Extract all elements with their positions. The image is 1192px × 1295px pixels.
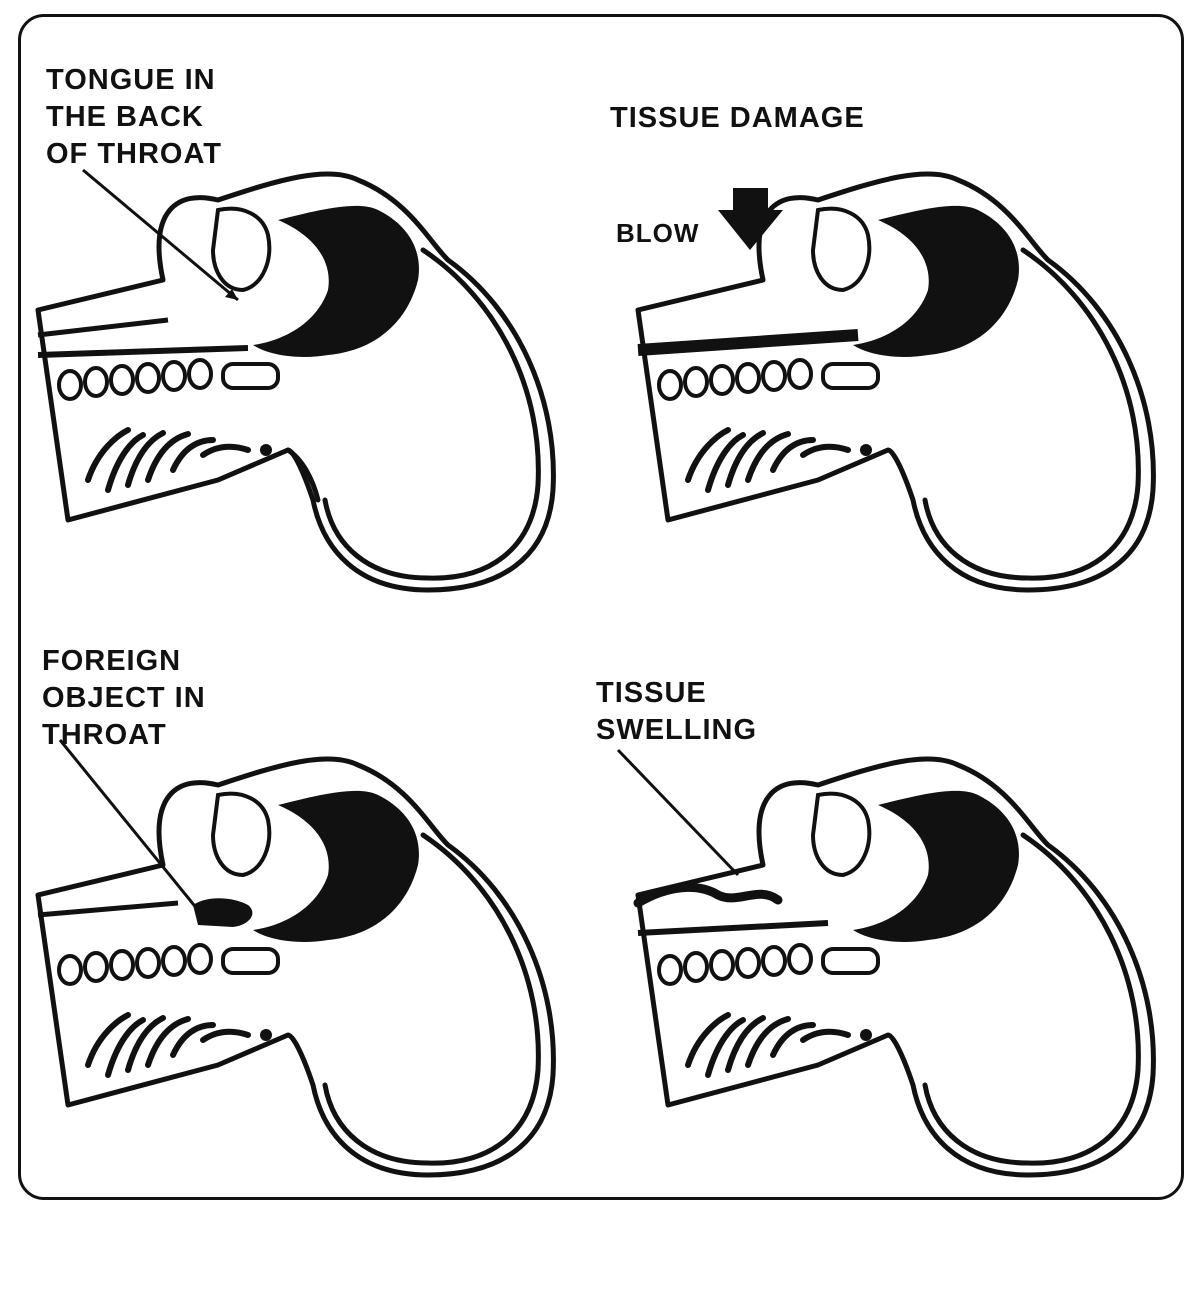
- foreign-object: [193, 898, 252, 927]
- head-cross-section-illustration: [628, 150, 1188, 710]
- panel-label: TONGUE IN THE BACK OF THROAT: [46, 62, 222, 173]
- panel-label: TISSUE DAMAGE: [610, 100, 865, 137]
- blow-arrow: [718, 188, 783, 250]
- panel-tongue: TONGUE IN THE BACK OF THROAT: [28, 150, 588, 710]
- blow-label: BLOW: [616, 218, 699, 249]
- swollen-tissue: [638, 887, 778, 903]
- panel-label: TISSUE SWELLING: [596, 675, 757, 749]
- head-cross-section-illustration: [628, 735, 1188, 1295]
- head-cross-section-illustration: [28, 735, 588, 1295]
- head-cross-section-illustration: [28, 150, 588, 710]
- panel-tissue-swelling: TISSUE SWELLING: [628, 735, 1188, 1295]
- panel-label: FOREIGN OBJECT IN THROAT: [42, 643, 206, 754]
- panel-foreign-object: FOREIGN OBJECT IN THROAT: [28, 735, 588, 1295]
- panel-tissue-damage: TISSUE DAMAGE BLOW: [628, 150, 1188, 710]
